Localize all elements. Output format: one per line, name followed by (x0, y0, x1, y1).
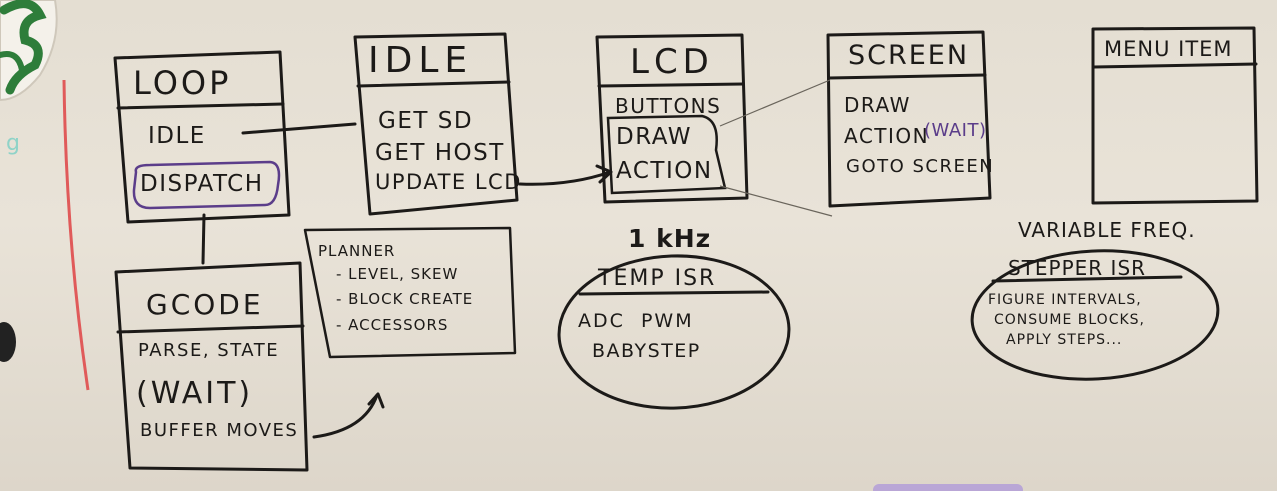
loop-item-idle: IDLE (148, 123, 206, 149)
action-to-screen-line (719, 185, 833, 217)
idle-divider (356, 80, 511, 88)
stepper-isr-underline (991, 275, 1183, 283)
planner-item-block-create: - BLOCK CREATE (336, 290, 474, 308)
screen-item-action: ACTION (844, 124, 930, 148)
lcd-divider (597, 82, 745, 88)
margin-line (62, 79, 90, 391)
temp-isr-freq: 1 kHz (628, 224, 712, 253)
stepper-isr-title: STEPPER ISR (1008, 256, 1147, 280)
update-lcd-to-lcd-arrow (518, 170, 612, 186)
lcd-item-draw: DRAW (616, 124, 692, 150)
gcode-divider (116, 324, 305, 334)
planner-item-accessors: - ACCESSORS (336, 316, 449, 334)
marker-cap (0, 322, 16, 362)
gcode-box (114, 261, 309, 472)
idle-to-idle-connector (241, 122, 357, 135)
screen-item-wait: (WAIT) (924, 120, 987, 141)
temp-isr-item-babystep: BABYSTEP (592, 340, 701, 362)
stepper-isr-item-consume-blocks: CONSUME BLOCKS, (994, 312, 1145, 328)
lcd-title: LCD (630, 42, 714, 82)
idle-item-get-sd: GET SD (378, 108, 474, 134)
idle-item-get-host: GET HOST (375, 140, 505, 166)
faint-marker-mark: g (6, 131, 20, 156)
loop-divider (116, 102, 285, 110)
dispatch-highlight (132, 160, 281, 210)
lcd-item-buttons: BUTTONS (615, 94, 722, 118)
screen-item-draw: DRAW (844, 93, 911, 117)
buffer-to-planner-arrowhead (367, 392, 385, 409)
planner-title: PLANNER (318, 242, 396, 260)
idle-box (353, 32, 519, 216)
loop-to-gcode-connector (201, 213, 206, 265)
gcode-title: GCODE (146, 288, 264, 321)
screen-item-goto-screen: GOTO SCREEN (846, 156, 995, 177)
screen-box (826, 30, 992, 208)
menu-item-divider (1092, 62, 1258, 69)
draw-to-screen-line (719, 79, 831, 127)
stepper-isr-item-apply-steps: APPLY STEPS... (1006, 332, 1123, 348)
sticker-icon (0, 0, 58, 102)
buffer-to-planner-arrow (312, 393, 379, 439)
temp-isr-item-adc-pwm: ADC PWM (578, 310, 694, 332)
screen-divider (827, 73, 987, 80)
lcd-item-action: ACTION (616, 158, 713, 184)
gcode-item-parse-state: PARSE, STATE (138, 340, 280, 361)
gcode-item-wait: (WAIT) (136, 376, 254, 411)
screen-title: SCREEN (848, 40, 970, 71)
stepper-isr-freq: VARIABLE FREQ. (1018, 218, 1196, 242)
planner-item-level-skew: - LEVEL, SKEW (336, 265, 459, 283)
stepper-isr-item-figure-intervals: FIGURE INTERVALS, (988, 292, 1142, 308)
lcd-box (595, 33, 749, 204)
menu-item-box (1091, 26, 1259, 205)
gcode-item-buffer-moves: BUFFER MOVES (140, 420, 299, 441)
stepper-isr-ellipse (970, 249, 1220, 381)
temp-isr-underline (578, 290, 770, 296)
idle-title: IDLE (368, 40, 474, 81)
draw-action-highlight (606, 114, 727, 195)
temp-isr-ellipse (557, 254, 791, 410)
planner-box (303, 226, 517, 359)
loop-item-dispatch: DISPATCH (140, 171, 264, 197)
temp-isr-title: TEMP ISR (598, 266, 717, 291)
marker-pen (873, 484, 1023, 491)
idle-item-update-lcd: UPDATE LCD (375, 170, 522, 194)
loop-box (113, 50, 291, 224)
loop-title: LOOP (133, 64, 232, 102)
menu-item-title: MENU ITEM (1104, 37, 1233, 61)
